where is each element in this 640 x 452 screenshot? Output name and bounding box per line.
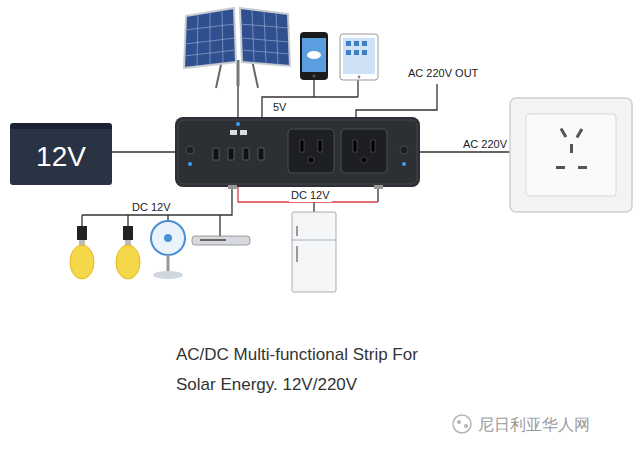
battery-label: 12V	[36, 141, 86, 173]
light-bulbs	[70, 226, 140, 279]
caption: AC/DC Multi-functional Strip For Solar E…	[176, 340, 419, 400]
phone	[300, 32, 328, 80]
watermark-icon	[453, 415, 471, 433]
dvd-player	[192, 236, 250, 245]
voltage-label: DC 12V	[130, 200, 173, 214]
battery: 12V	[10, 123, 112, 185]
wall-socket	[510, 98, 632, 212]
tablet	[340, 34, 378, 80]
solar-panel	[184, 8, 290, 88]
voltage-label: DC 12V	[289, 188, 332, 202]
fan	[151, 221, 185, 279]
output-label: AC 220V OUT	[406, 66, 480, 80]
power-strip	[175, 117, 420, 189]
watermark: 尼日利亚华人网	[476, 415, 592, 434]
fridge	[292, 212, 336, 292]
red-wire	[238, 187, 378, 202]
voltage-label: AC 220V	[461, 137, 509, 151]
voltage-label: 5V	[271, 100, 288, 114]
